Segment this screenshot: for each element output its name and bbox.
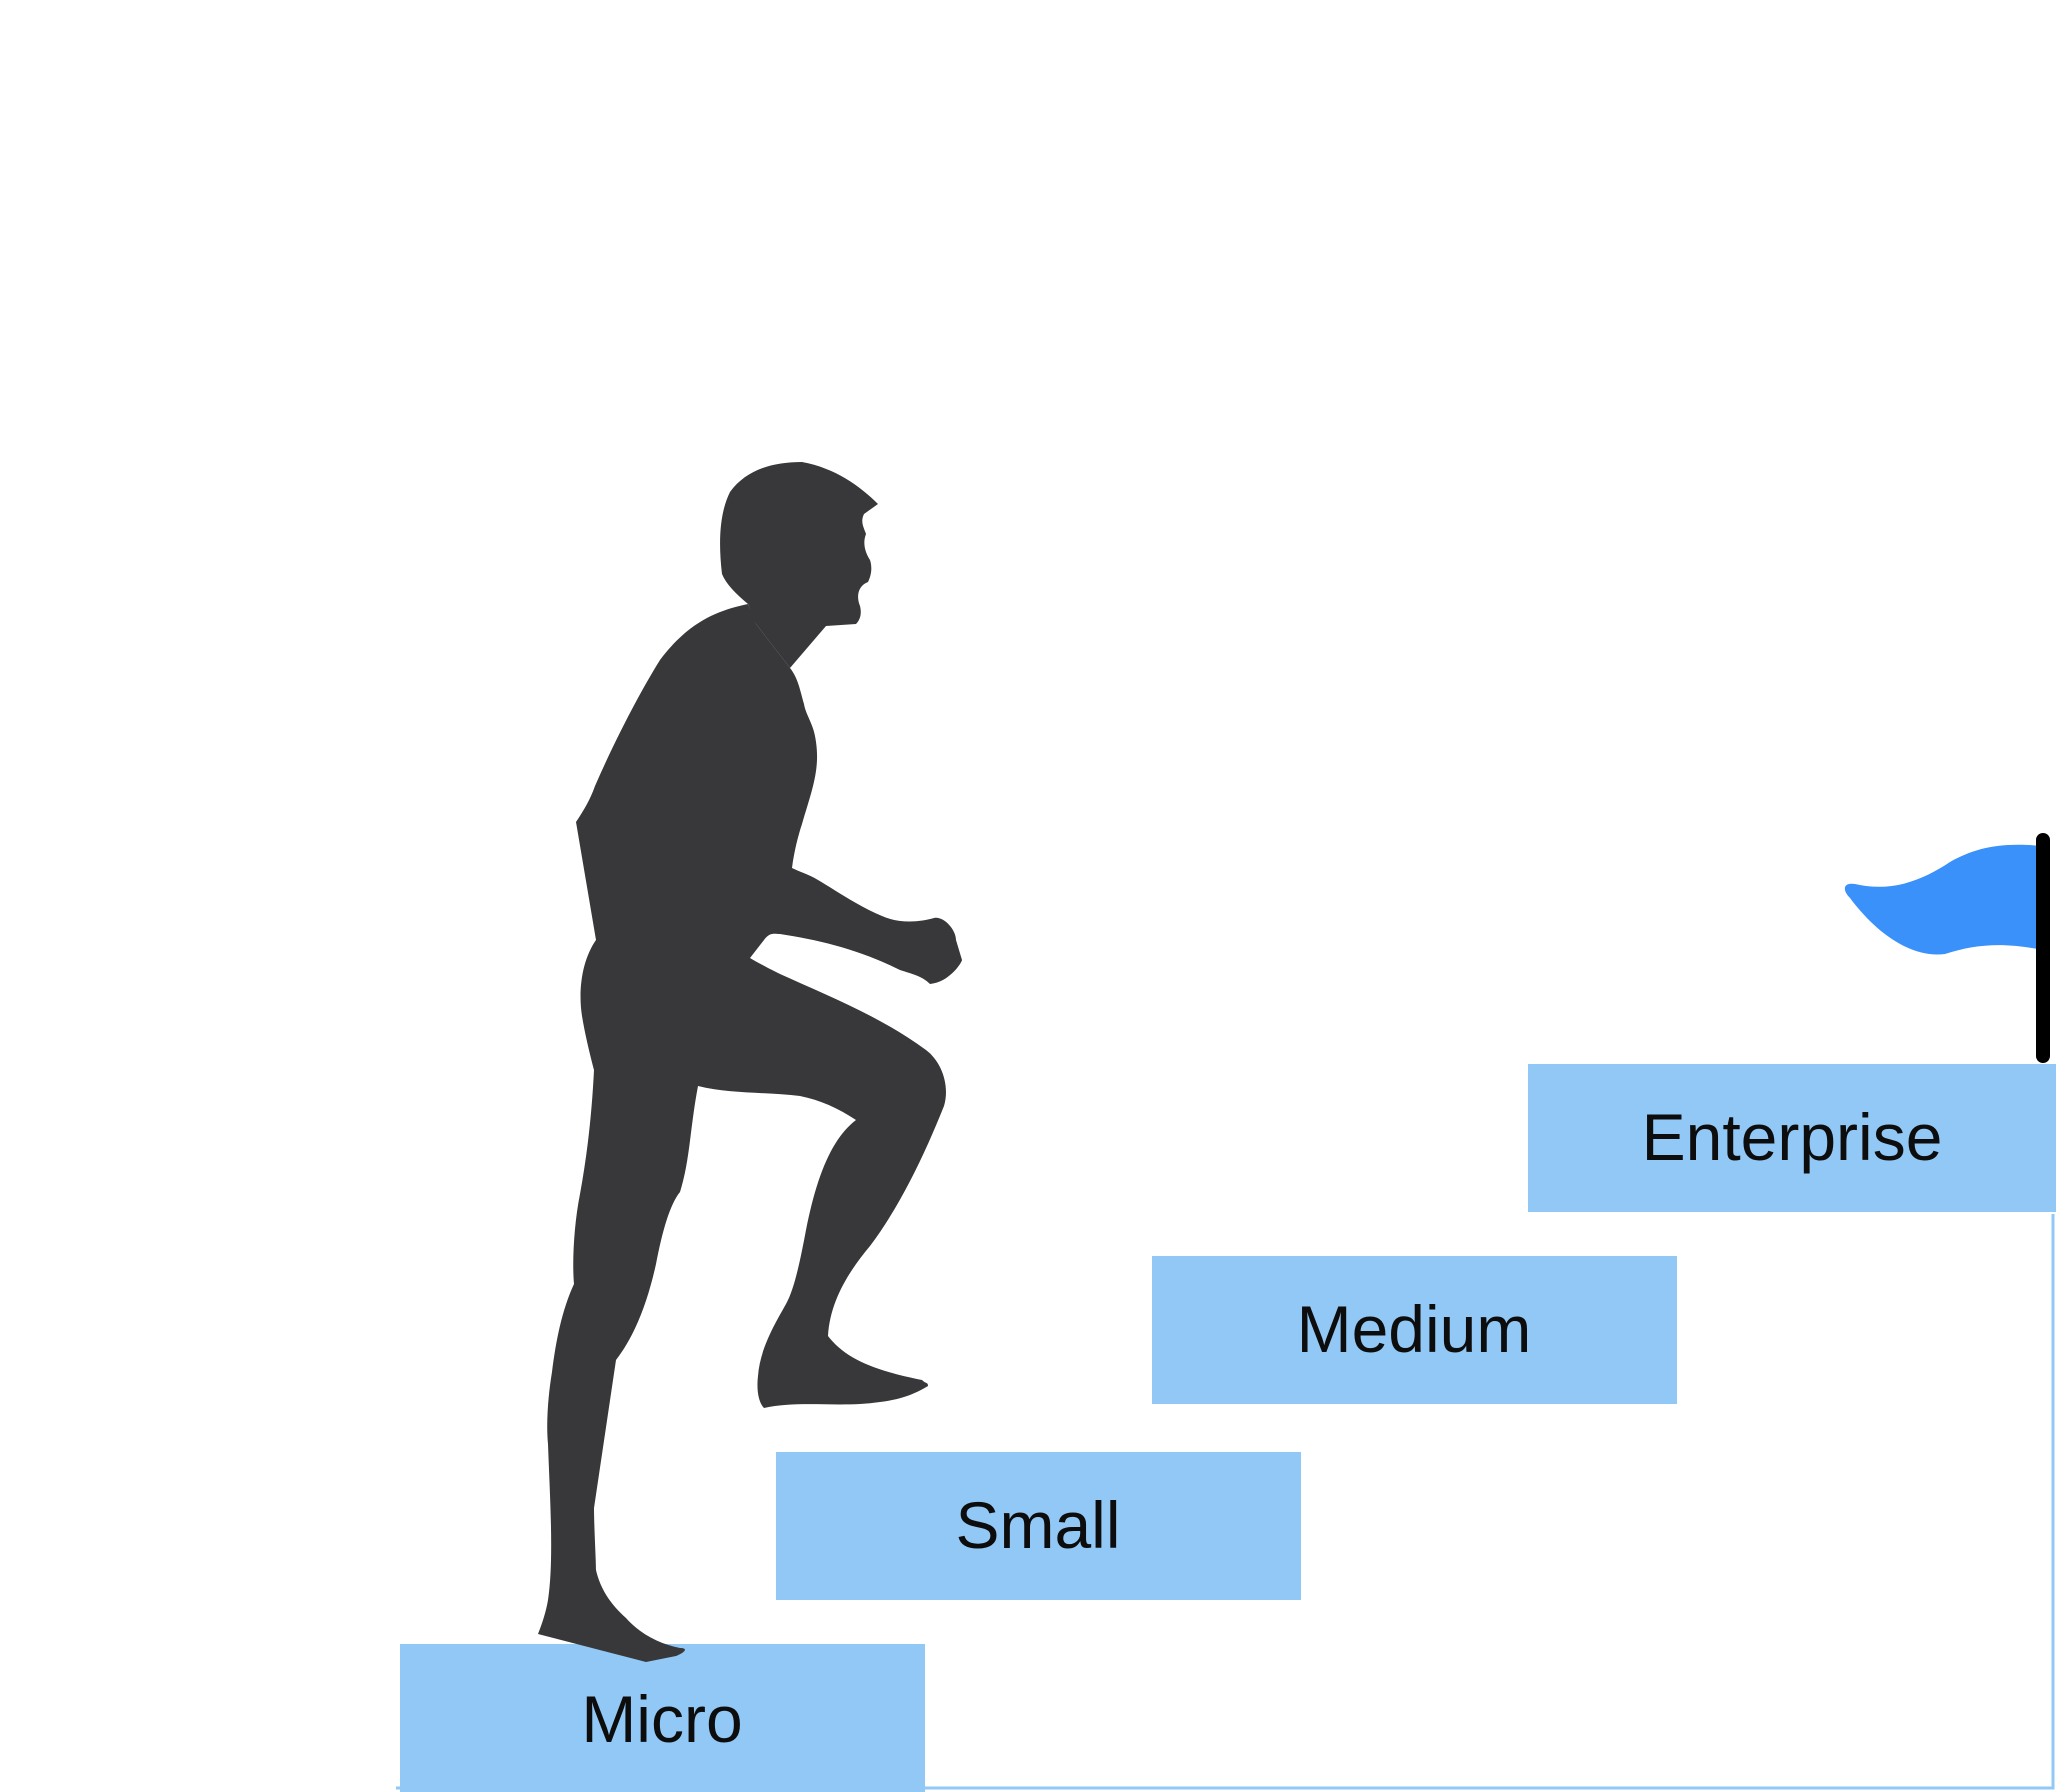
step-label-enterprise: Enterprise: [1642, 1100, 1943, 1174]
step-label-micro: Micro: [581, 1682, 742, 1756]
goal-flag-icon: [1844, 833, 2050, 1063]
step-label-medium: Medium: [1297, 1292, 1532, 1366]
step-enterprise: [1528, 1064, 2056, 1212]
step-label-small: Small: [955, 1488, 1120, 1562]
person-climbing-stairs-icon: [538, 462, 962, 1662]
figure-body: [538, 604, 962, 1662]
step-small: [776, 1452, 1301, 1600]
flag-cloth: [1844, 844, 2042, 955]
step-medium: [1152, 1256, 1677, 1404]
step-micro: [400, 1644, 925, 1792]
figure-head: [720, 462, 878, 668]
staircase-outline: [396, 1214, 2055, 1790]
staircase: [400, 1064, 2056, 1792]
